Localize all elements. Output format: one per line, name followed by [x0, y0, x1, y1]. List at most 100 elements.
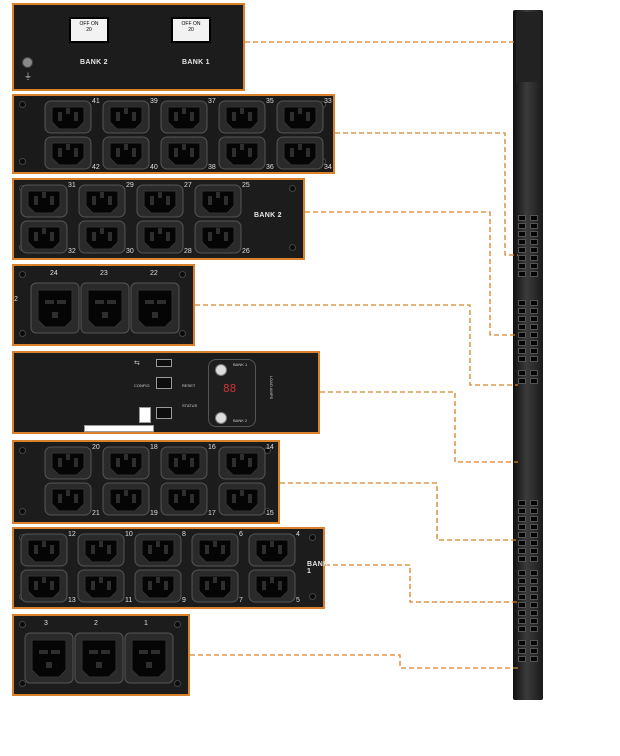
outlet-number: 24: [50, 270, 58, 277]
c13-outlet[interactable]: [136, 220, 184, 254]
c13-outlet[interactable]: [160, 482, 208, 516]
strip-outlet: [530, 548, 538, 554]
c19-outlet[interactable]: [74, 632, 124, 684]
outlet-number: 34: [324, 164, 332, 171]
c19-outlet[interactable]: [30, 282, 80, 334]
c13-outlet[interactable]: [20, 220, 68, 254]
panel-screw: [19, 271, 26, 278]
c13-outlet[interactable]: [191, 569, 239, 603]
strip-outlet: [530, 348, 538, 354]
c13-outlet[interactable]: [160, 100, 208, 134]
strip-outlet: [530, 324, 538, 330]
bank2-select-button[interactable]: [215, 412, 227, 424]
c13-outlet[interactable]: [191, 533, 239, 567]
c13-outlet[interactable]: [102, 482, 150, 516]
c13-outlet[interactable]: [102, 136, 150, 170]
strip-outlet: [518, 532, 526, 538]
c13-outlet[interactable]: [77, 533, 125, 567]
strip-outlet: [518, 656, 526, 662]
c13-outlet[interactable]: [248, 533, 296, 567]
switch-off-label: OFF: [79, 21, 90, 27]
leader-c19-b: [190, 654, 518, 669]
c19-outlet[interactable]: [130, 282, 180, 334]
strip-outlet: [530, 570, 538, 576]
strip-outlet: [518, 324, 526, 330]
outlet-number: 8: [182, 531, 186, 538]
c19-outlet[interactable]: [80, 282, 130, 334]
strip-outlet: [518, 263, 526, 269]
strip-outlet: [518, 356, 526, 362]
c13-outlet[interactable]: [218, 100, 266, 134]
strip-outlet: [518, 540, 526, 546]
strip-outlet: [518, 340, 526, 346]
c13-outlet[interactable]: [20, 533, 68, 567]
c13-outlet[interactable]: [218, 136, 266, 170]
c13-outlet[interactable]: [102, 100, 150, 134]
outlet-number: 29: [126, 182, 134, 189]
usb-port[interactable]: [156, 359, 172, 367]
c13-outlet[interactable]: [160, 136, 208, 170]
network-port[interactable]: [156, 407, 172, 419]
strip-outlet: [518, 370, 526, 376]
outlet-number: 10: [125, 531, 133, 538]
c13-outlet[interactable]: [44, 100, 92, 134]
panel-screw: [19, 508, 26, 515]
leader-c13-mid: [280, 482, 518, 541]
bank1-select-button[interactable]: [215, 364, 227, 376]
c13-outlet[interactable]: [44, 446, 92, 480]
c13-outlet[interactable]: [276, 136, 324, 170]
config-port[interactable]: [156, 377, 172, 389]
strip-outlet: [530, 340, 538, 346]
amp-readout: 88: [223, 382, 237, 395]
c13-outlet[interactable]: [194, 220, 242, 254]
c13-outlet[interactable]: [218, 446, 266, 480]
c13-outlet[interactable]: [44, 136, 92, 170]
panel-screw: [19, 447, 26, 454]
leader-c13-bank2: [305, 211, 518, 336]
strip-outlet: [530, 271, 538, 277]
c13-outlet[interactable]: [44, 482, 92, 516]
pdu-top-module: [516, 12, 540, 82]
outlet-number: 31: [68, 182, 76, 189]
c13-outlet[interactable]: [134, 533, 182, 567]
outlet-number: 36: [266, 164, 274, 171]
c13-outlet[interactable]: [194, 184, 242, 218]
c13-outlet[interactable]: [248, 569, 296, 603]
c13-outlet[interactable]: [134, 569, 182, 603]
c13-outlet[interactable]: [78, 220, 126, 254]
outlet-number: 19: [150, 510, 158, 517]
strip-outlet: [530, 602, 538, 608]
outlet-number: 15: [266, 510, 274, 517]
c13-outlet[interactable]: [276, 100, 324, 134]
c19-outlet[interactable]: [24, 632, 74, 684]
outlet-number: 9: [182, 597, 186, 604]
c13-outlet[interactable]: [218, 482, 266, 516]
strip-outlet: [518, 300, 526, 306]
strip-outlet: [518, 348, 526, 354]
c13-outlet[interactable]: [77, 569, 125, 603]
c13-outlet[interactable]: [20, 184, 68, 218]
c13-outlet[interactable]: [160, 446, 208, 480]
switch-on-label: ON: [90, 21, 99, 27]
c13-outlet[interactable]: [136, 184, 184, 218]
c13-outlet[interactable]: [78, 184, 126, 218]
c19-outlet[interactable]: [124, 632, 174, 684]
pdu-strip: [513, 10, 543, 700]
switch-rating: 20: [188, 27, 194, 33]
c13-outlet[interactable]: [20, 569, 68, 603]
outlet-number: 21: [92, 510, 100, 517]
strip-outlet: [518, 215, 526, 221]
outlet-number: 27: [184, 182, 192, 189]
strip-outlet: [518, 594, 526, 600]
strip-outlet: [518, 586, 526, 592]
panel-screw: [19, 158, 26, 165]
outlet-number: 20: [92, 444, 100, 451]
outlet-number: 38: [208, 164, 216, 171]
c13-outlet[interactable]: [102, 446, 150, 480]
strip-outlet: [518, 524, 526, 530]
controller-panel: TRIPP·LITE ⇆ CONFIG RESET STATUS BANK 1 …: [12, 351, 320, 755]
